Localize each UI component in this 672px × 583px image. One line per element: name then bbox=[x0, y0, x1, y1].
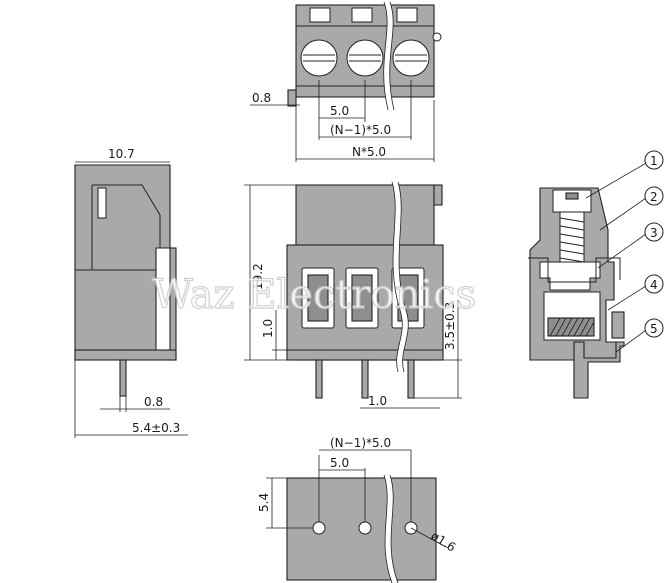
pcb-hole-1 bbox=[312, 521, 326, 535]
dim-front-pin-len: 3.5±0.3 bbox=[443, 302, 457, 350]
pcb-hole-2 bbox=[358, 521, 372, 535]
callout-5: 5 bbox=[644, 318, 664, 338]
watermark: Waz Electronics bbox=[152, 272, 476, 318]
svg-text:4: 4 bbox=[650, 278, 658, 292]
callout-2: 2 bbox=[644, 186, 664, 206]
screw-top-1 bbox=[300, 39, 338, 77]
top-tab-1 bbox=[309, 7, 331, 23]
side-latch bbox=[97, 187, 107, 219]
side-pin bbox=[119, 359, 127, 397]
section-view: 1 2 3 4 5 bbox=[528, 150, 664, 399]
front-pin-2 bbox=[361, 359, 369, 399]
dim-side-offset: 5.4±0.3 bbox=[132, 421, 180, 435]
wire-entry-2 bbox=[345, 267, 379, 329]
front-break bbox=[392, 182, 409, 372]
svg-text:3: 3 bbox=[650, 226, 658, 240]
dim-front-pin-w: 1.0 bbox=[368, 394, 387, 408]
section-clamp bbox=[539, 261, 601, 291]
front-pin-1 bbox=[315, 359, 323, 399]
side-view-body bbox=[74, 164, 171, 361]
callout-1: 1 bbox=[644, 150, 664, 170]
dim-side-depth: 10.7 bbox=[108, 147, 135, 161]
dim-pcb-n1-pitch: (N−1)*5.0 bbox=[330, 436, 391, 450]
dim-pcb-row: 5.4 bbox=[257, 493, 271, 512]
side-view: 10.7 0.8 5.4±0.3 bbox=[74, 147, 188, 438]
svg-text:2: 2 bbox=[650, 190, 658, 204]
dim-front-height: 19.2 bbox=[251, 263, 265, 290]
dim-top-total: N*5.0 bbox=[352, 145, 386, 159]
wire-entry-1 bbox=[301, 267, 335, 329]
top-break bbox=[383, 2, 394, 110]
top-tab-2 bbox=[351, 7, 373, 23]
top-view: 0.8 5.0 (N−1)*5.0 N*5.0 bbox=[250, 1, 442, 162]
front-view: 19.2 1.0 3.5±0.3 1.0 bbox=[244, 181, 462, 409]
screw-top-3 bbox=[392, 39, 430, 77]
front-pin-3 bbox=[407, 359, 415, 399]
dim-top-n1-pitch: (N−1)*5.0 bbox=[330, 123, 391, 137]
callout-4: 4 bbox=[644, 274, 664, 294]
dim-pcb-pitch: 5.0 bbox=[330, 456, 349, 470]
screw-top-2 bbox=[346, 39, 384, 77]
top-pin bbox=[287, 89, 297, 107]
dim-top-pin-offset: 0.8 bbox=[252, 91, 271, 105]
callout-3: 3 bbox=[644, 222, 664, 242]
svg-text:1: 1 bbox=[650, 154, 658, 168]
top-corner-circle bbox=[432, 32, 442, 42]
svg-text:5: 5 bbox=[650, 322, 658, 336]
top-tab-3 bbox=[396, 7, 418, 23]
pcb-layout: (N−1)*5.0 5.0 5.4 ø1.6 bbox=[257, 436, 458, 583]
dim-front-base: 1.0 bbox=[261, 319, 275, 338]
dim-side-pin: 0.8 bbox=[144, 395, 163, 409]
dim-top-pitch: 5.0 bbox=[330, 104, 349, 118]
